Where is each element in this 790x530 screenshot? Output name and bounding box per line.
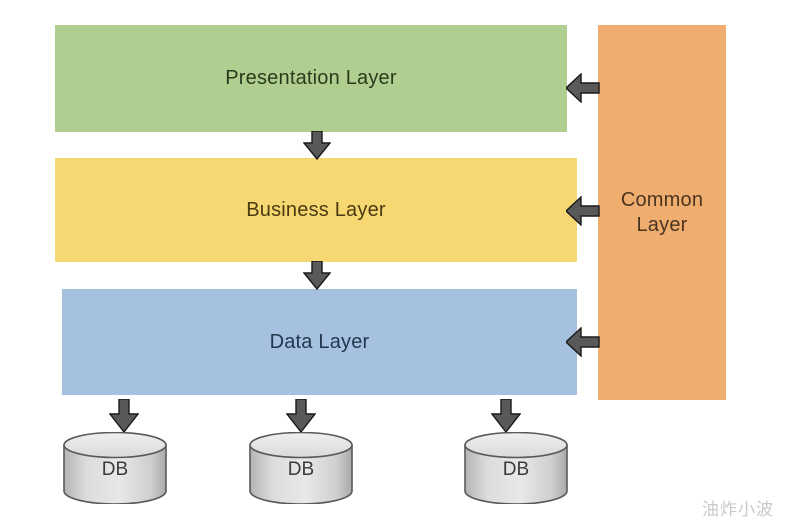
arrow-data-to-db-2-icon (286, 399, 316, 433)
presentation-layer-label: Presentation Layer (225, 67, 397, 89)
database-cylinder-3[interactable]: DB (463, 432, 569, 504)
watermark-text: 油炸小波 (702, 500, 774, 519)
business-layer-box[interactable]: Business Layer (55, 158, 577, 262)
common-layer-box[interactable]: Common Layer (598, 25, 726, 400)
presentation-layer-box[interactable]: Presentation Layer (55, 25, 567, 132)
arrow-presentation-to-business-icon (303, 131, 331, 160)
arrow-business-to-data-icon (303, 261, 331, 290)
data-layer-label: Data Layer (269, 330, 370, 353)
arrow-data-to-db-1-icon (109, 399, 139, 433)
arrow-data-to-db-3-icon (491, 399, 521, 433)
common-layer-label: Common Layer (620, 188, 704, 236)
data-layer-box[interactable]: Data Layer (62, 289, 577, 395)
database-cylinder-1[interactable]: DB (62, 432, 168, 504)
business-layer-label: Business Layer (246, 198, 386, 221)
arrow-common-to-presentation-icon (566, 73, 600, 103)
database-cylinder-2[interactable]: DB (248, 432, 354, 504)
